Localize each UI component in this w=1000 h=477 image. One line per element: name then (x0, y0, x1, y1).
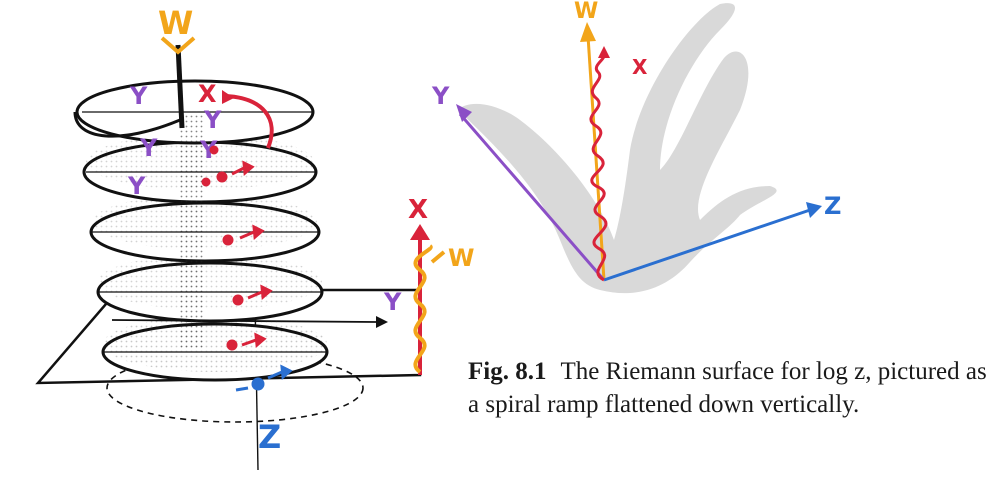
sheet-y-labels: Y Y Y Y Y (127, 82, 222, 200)
spiral-ramp-drawing: W X Y Y Y Y Y Z X (35, 4, 474, 471)
caption-text: The Riemann surface for log z, pictured … (468, 358, 987, 418)
ramp-sheets (73, 79, 329, 382)
ramp-markers (201, 145, 273, 351)
sheet-y-label: Y (139, 134, 158, 162)
sheet-y-label: Y (127, 172, 146, 200)
w-axis-line (175, 44, 185, 129)
w-small-label: W (448, 244, 474, 272)
x-axis-label: X (408, 195, 428, 225)
figure-label: Fig. 8.1 (468, 358, 547, 385)
w-axis-label: W (158, 4, 193, 42)
shadow-blob (458, 3, 777, 294)
x-label-top: X (198, 80, 217, 108)
y-axis-label: Y (431, 82, 450, 110)
z-axis-label: Z (258, 418, 281, 456)
sheet-y-label: Y (203, 106, 222, 134)
flattened-ramp-drawing: W Y Z X (431, 0, 841, 294)
z-axis-line (603, 208, 811, 282)
w-axis-label: W (574, 0, 598, 24)
x-axis-label: X (632, 55, 648, 79)
sheet-y-label: Y (199, 136, 218, 164)
ground-marker (235, 364, 293, 392)
w-axis-line (586, 35, 606, 281)
log-curve (589, 55, 608, 282)
y-axis-label: Y (383, 288, 402, 316)
z-axis-label: Z (824, 192, 841, 220)
sheet-y-label: Y (129, 82, 148, 110)
y-axis-line (458, 113, 606, 281)
